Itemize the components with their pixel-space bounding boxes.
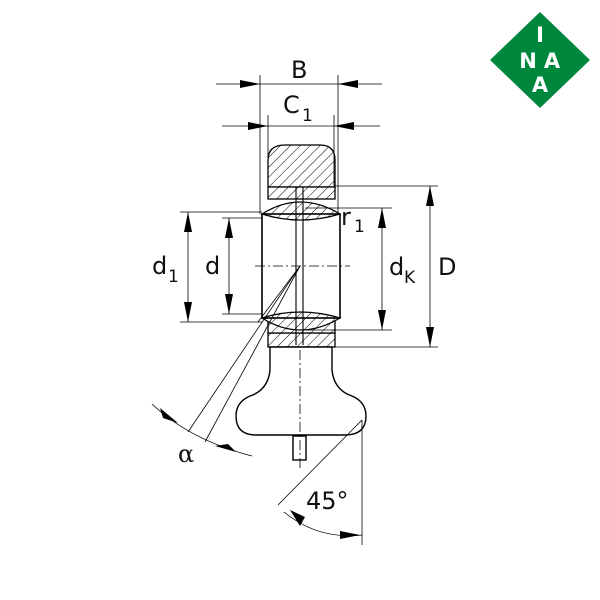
logo-letter-n: N (519, 49, 537, 73)
arrow-45-left (290, 510, 305, 526)
label-b: B (291, 56, 307, 84)
ina-logo: I N A A (490, 12, 590, 108)
label-r-sub: 1 (354, 217, 365, 237)
lube-nipple (292, 435, 307, 461)
label-d1: d (152, 252, 167, 280)
arrow-alpha-left (160, 408, 178, 423)
alpha-arc (151, 403, 253, 457)
arrow-big-d-top (426, 186, 434, 206)
label-dk-sub: K (404, 268, 416, 288)
dimension-d1: d 1 (152, 211, 262, 323)
arrow-alpha-right (215, 444, 236, 452)
label-r: r (341, 203, 351, 231)
dimension-big-d: D (335, 185, 456, 348)
arrow-c-left (248, 122, 268, 130)
centerlines (255, 265, 350, 470)
dimension-d: d (205, 217, 262, 315)
label-alpha: α (178, 440, 194, 468)
dimension-dk: d K (305, 207, 416, 331)
alpha-leg-inner (257, 265, 301, 323)
arrow-big-d-bottom (426, 327, 434, 347)
label-big-d: D (438, 253, 456, 281)
label-dk: d (389, 253, 404, 281)
logo-letter-a-right: A (544, 49, 561, 73)
arrow-dk-bottom (378, 310, 386, 330)
arrow-c-right (334, 122, 354, 130)
label-45: 45° (306, 487, 349, 515)
housing-top-section (267, 144, 336, 188)
outer-ring-top (267, 186, 336, 200)
angle-45-diagonal-leg (277, 419, 363, 506)
alpha-leg-1 (187, 265, 301, 433)
rod-shank (235, 346, 367, 461)
label-d: d (205, 252, 220, 280)
logo-letter-a-bottom: A (532, 73, 549, 97)
label-c-sub: 1 (302, 106, 313, 126)
arrow-b-left (240, 80, 260, 88)
dimension-b: B (216, 56, 382, 214)
label-c: C (283, 91, 300, 119)
housing-bottom-section (267, 332, 336, 348)
label-d1-sub: 1 (168, 267, 179, 287)
angle-45: 45° (277, 419, 363, 545)
arrow-dk-top (378, 208, 386, 228)
dimension-c1: C 1 (222, 91, 380, 187)
shank-body (235, 346, 367, 436)
arrow-d-bottom (225, 294, 233, 314)
arrow-d-top (225, 218, 233, 238)
alpha-leg-2 (204, 265, 301, 443)
arrow-45-right (340, 531, 360, 539)
logo-letter-i: I (536, 23, 544, 47)
arrow-d1-bottom (184, 302, 192, 322)
arrow-d1-top (184, 212, 192, 232)
tilt-angle-alpha: α (151, 265, 301, 468)
arrow-b-right (338, 80, 358, 88)
inner-ring-top (260, 201, 342, 221)
logo-diamond (490, 12, 590, 108)
radius-r1: r 1 (341, 203, 365, 237)
